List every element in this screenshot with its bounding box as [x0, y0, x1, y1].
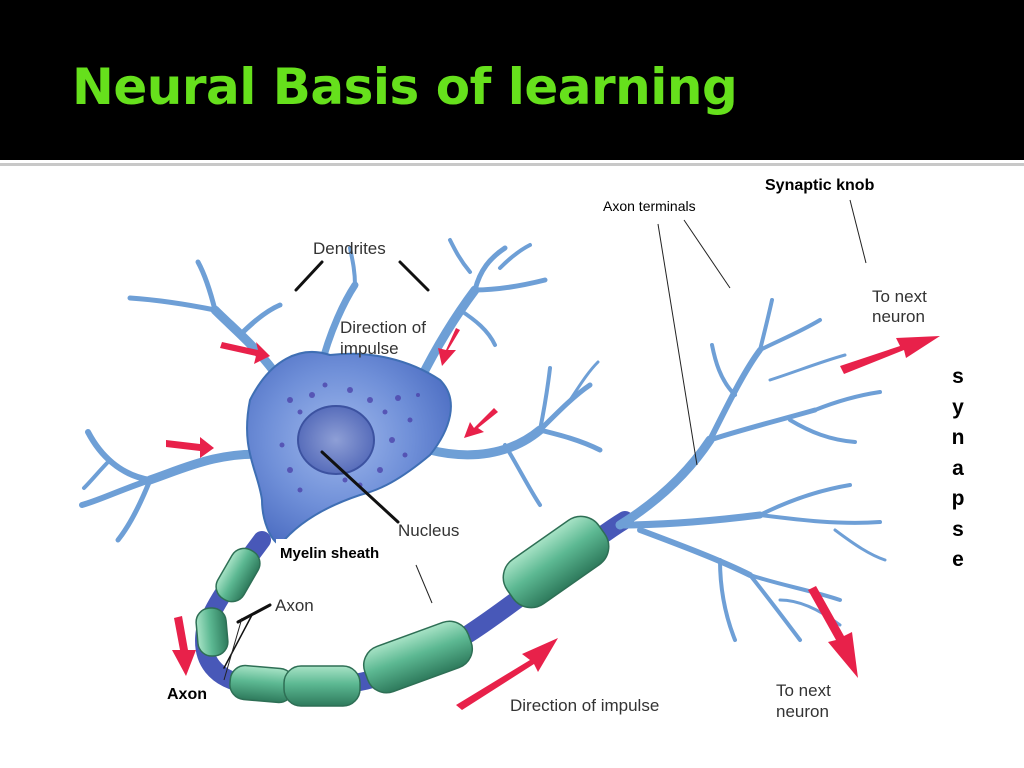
synaptic-knob-label: Synaptic knob: [765, 177, 875, 194]
dendrites: [79, 238, 603, 543]
arrow-icon: [456, 638, 558, 710]
annotation-lines: [223, 199, 867, 681]
direction-label-bottom: Direction of impulse: [510, 696, 659, 715]
synapse-vertical-label: s y n a p s e: [938, 362, 978, 576]
synapse-letter: s: [952, 517, 964, 541]
axon-inner-label: Axon: [275, 596, 314, 615]
arrow-icon: [840, 336, 940, 374]
axon-terminals-label: Axon terminals: [603, 198, 696, 214]
dendrites-label: Dendrites: [313, 239, 386, 258]
arrow-icon: [464, 408, 498, 438]
synapse-letter: p: [951, 487, 965, 510]
myelin-sheath-label: Myelin sheath: [280, 545, 379, 562]
arrow-icon: [166, 437, 214, 458]
arrow-icon: [172, 616, 196, 676]
to-next-neuron-bottom-2: neuron: [776, 702, 829, 721]
synapse-letter: s: [952, 365, 964, 388]
arrow-icon: [220, 342, 270, 364]
to-next-neuron-top-2: neuron: [872, 307, 925, 326]
axon-label: Axon: [167, 686, 207, 703]
direction-label-top-2: impulse: [340, 339, 399, 358]
nucleus: [297, 405, 375, 475]
to-next-neuron-top-1: To next: [872, 287, 927, 306]
axon-terminals: [615, 298, 887, 642]
synapse-letter: n: [951, 426, 965, 449]
synapse-letter: e: [952, 548, 964, 571]
synapse-letter: a: [952, 456, 964, 480]
impulse-arrows: [166, 328, 940, 710]
to-next-neuron-bottom-1: To next: [776, 681, 831, 700]
nissl-bodies: [279, 382, 420, 493]
nucleus-label: Nucleus: [398, 521, 459, 540]
title-bar: Neural Basis of learning: [0, 0, 1024, 160]
synapse-letter: y: [952, 395, 964, 419]
arrow-icon: [438, 328, 460, 366]
myelin-segments: [195, 515, 610, 707]
header-divider: [0, 163, 1024, 166]
direction-label-top-1: Direction of: [340, 318, 426, 337]
slide-title: Neural Basis of learning: [72, 58, 738, 116]
pointer-lines: [223, 260, 430, 669]
arrow-icon: [808, 586, 858, 678]
